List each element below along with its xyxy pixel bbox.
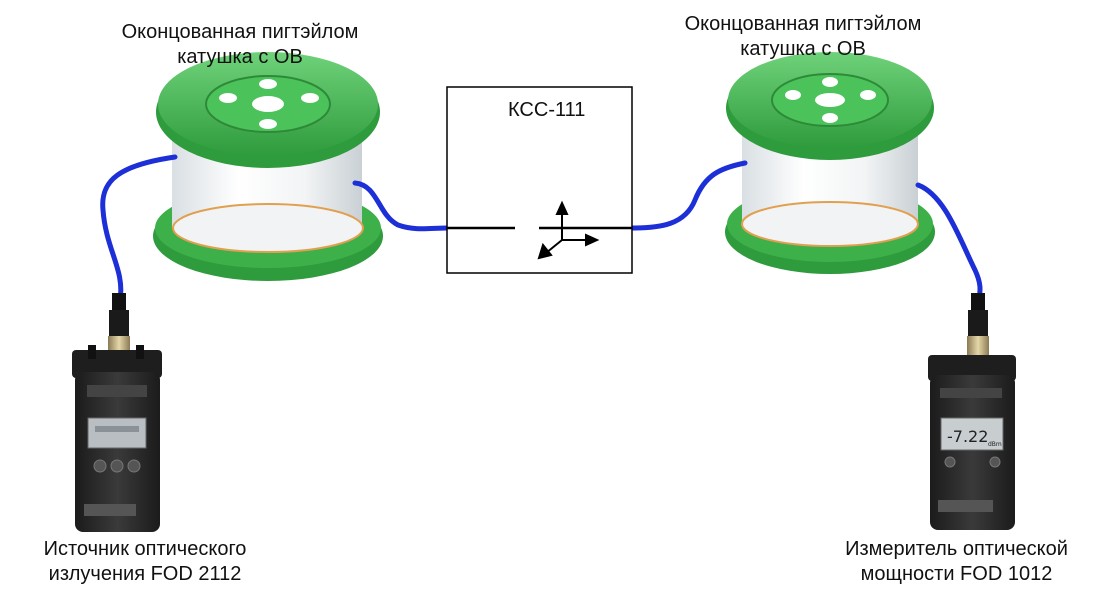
fiber-spool-icon: [153, 52, 383, 281]
coupler-box-title: КСС-111: [508, 99, 586, 121]
spool-left-label-line1: Оконцованная пигтэйлом: [121, 21, 359, 43]
spool-left-label: Оконцованная пигтэйлом катушка с ОВ: [90, 20, 390, 70]
source-label: Источник оптического излучения FOD 2112: [0, 537, 290, 587]
fiber-spool-icon: [725, 52, 935, 274]
meter-label-line2: мощности FOD 1012: [860, 563, 1053, 585]
coupler-box: [446, 86, 633, 274]
source-label-line2: излучения FOD 2112: [48, 563, 242, 585]
axes-arrows-icon: [537, 200, 600, 260]
meter-display-unit: dBm: [988, 441, 1002, 448]
power-meter-icon: -7.22 dBm: [928, 355, 1016, 530]
meter-label-line1: Измеритель оптической: [845, 538, 1068, 560]
spool-right-label: Оконцованная пигтэйлом катушка с ОВ: [653, 12, 953, 62]
connector-right: [967, 293, 989, 356]
optical-source-icon: [72, 345, 162, 532]
source-label-line1: Источник оптического: [43, 538, 247, 560]
fiber-cables: [100, 154, 983, 303]
connector-left: [108, 293, 130, 356]
meter-label: Измеритель оптической мощности FOD 1012: [808, 537, 1105, 587]
meter-display-value: -7.22: [947, 427, 988, 446]
spool-left-label-line2: катушка с ОВ: [177, 46, 303, 68]
spool-right-label-line1: Оконцованная пигтэйлом: [684, 13, 922, 35]
spool-right-label-line2: катушка с ОВ: [740, 38, 866, 60]
